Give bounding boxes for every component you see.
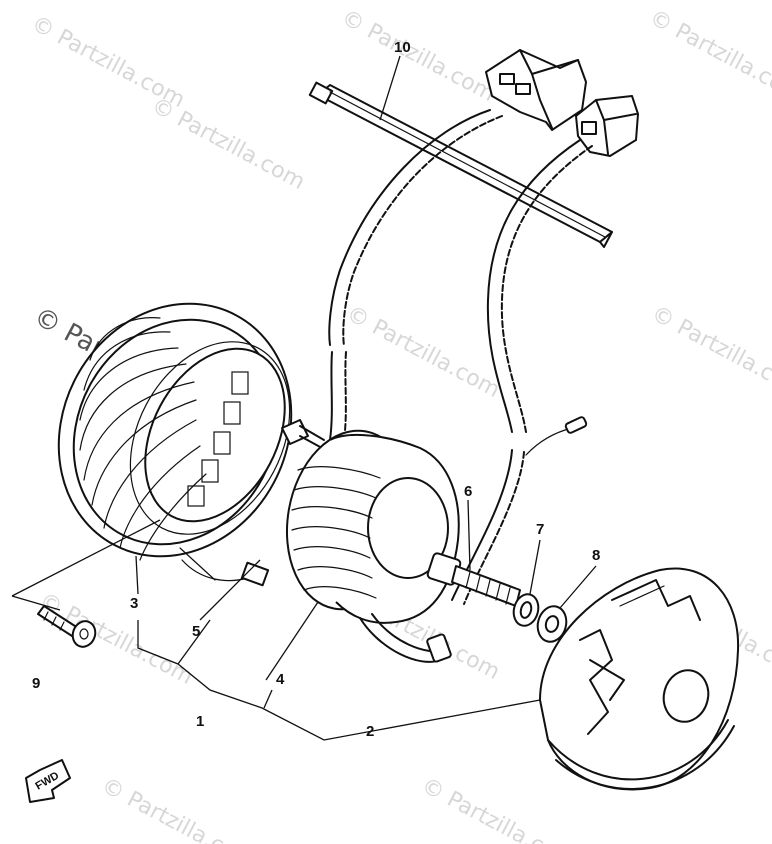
bolt-part-6 — [426, 552, 521, 607]
watermark: © Partzilla.com — [645, 5, 772, 107]
callout-7: 7 — [536, 521, 544, 538]
watermark: © Partzilla.com — [647, 301, 772, 403]
callout-1: 1 — [196, 713, 204, 730]
watermark: © Partzilla.com — [342, 301, 504, 403]
stator-part-3 — [57, 302, 293, 587]
callout-9: 9 — [32, 675, 40, 692]
fwd-arrow-icon: FWD — [25, 759, 71, 803]
watermark: © Partzilla.com — [337, 5, 499, 107]
watermark: © Partzilla.com — [147, 93, 309, 195]
leader-lines — [11, 55, 597, 741]
field-coil-part-4 — [285, 429, 460, 663]
callout-3: 3 — [130, 595, 138, 612]
callout-5: 5 — [192, 623, 200, 640]
callout-numbers: 1 2 3 4 5 6 7 8 9 10 — [32, 39, 600, 740]
connector-left — [485, 49, 587, 131]
watermark: © Partzilla.com — [35, 588, 197, 690]
callout-6: 6 — [464, 483, 472, 500]
callout-10: 10 — [394, 39, 411, 56]
screw-part-9 — [37, 605, 97, 648]
callout-4: 4 — [276, 671, 285, 688]
watermark: © Partzilla.com — [97, 773, 259, 844]
screw-part-5 — [281, 419, 325, 449]
rotor-part-2 — [539, 567, 740, 791]
callout-2: 2 — [366, 723, 374, 740]
washer-part-8 — [536, 605, 568, 643]
lock-washer-part-7 — [512, 593, 540, 627]
watermark: © Partzilla.com — [417, 773, 579, 844]
callout-8: 8 — [592, 547, 600, 564]
connector-right — [575, 95, 639, 157]
cable-tie-part-10 — [308, 81, 613, 248]
